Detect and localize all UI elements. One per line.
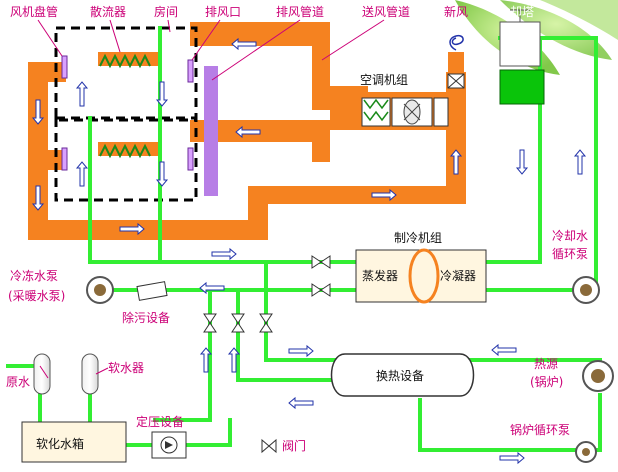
heat-source-boiler-icon [582,360,614,392]
chilled-water-pump-icon [86,276,114,304]
label-softener: 软水器 [108,361,144,375]
label-supply-duct: 送风管道 [362,4,410,19]
label-valve-legend: 阀门 [282,438,306,453]
label-cooling-pump-1: 冷却水 [552,229,588,243]
softener [33,353,99,395]
left-duct-mid-stub [28,150,66,170]
label-return-duct: 回风管道 [352,172,400,187]
room-lower [54,116,198,202]
soft-water-tank [21,421,127,463]
rooms [54,26,198,202]
fan-coil-lower [61,147,68,171]
refrigerant-loop [408,248,440,304]
flow-arrow-icon [31,37,587,465]
label-chilled-pump-1: 冷冻水泵 [10,268,58,283]
lower-supply-drop [312,120,330,162]
label-raw-water: 原水 [6,375,30,389]
label-diffuser: 散流器 [90,4,126,19]
label-evaporator: 蒸发器 [362,268,398,283]
exhaust-outlet-upper [187,59,194,83]
left-duct-top-stub [28,62,66,82]
heat-exchanger [330,353,475,397]
water-pipe-network [6,26,602,452]
label-pressure-device: 定压设备 [136,414,184,429]
fan-coil-upper [61,55,68,79]
exhaust-outlet-lower [187,147,194,171]
diffuser-lower [98,142,158,159]
label-exhaust-outlet: 排风口 [205,5,241,19]
label-condenser: 冷凝器 [440,268,476,283]
label-boiler-pump: 锅炉循环泵 [510,422,570,437]
label-cooling-tower: 冷却塔 [498,5,534,19]
fresh-air-inlet [448,52,464,76]
label-fresh-air: 新风 [444,4,468,19]
exhaust-duct [204,66,218,196]
supply-duct-top [190,22,330,46]
label-fan-coil: 风机盘管 [10,4,58,19]
label-leader-lines [37,19,385,379]
label-heat-exchanger: 换热设备 [376,369,424,383]
fresh-air-swirl-icon [449,34,464,51]
label-chiller-group: 制冷机组 [394,231,442,245]
label-chilled-pump-2: (采暖水泵) [8,289,65,303]
diffuser-upper [98,52,158,69]
ahu-internals [361,97,449,127]
room-upper [54,26,198,122]
desilter [136,281,168,301]
bottom-return-duct [28,220,268,240]
fan-icon [403,99,421,125]
cooling-water-pump-icon [572,276,600,304]
ahu-right-riser [446,72,466,204]
boiler-pump-icon [575,441,597,463]
label-exhaust-duct: 排风管道 [276,4,324,19]
pressure-device [151,431,187,459]
cooling-tower [499,9,545,105]
label-desilter: 除污设备 [122,310,170,325]
supply-duct-drop [312,22,330,92]
label-heat-source-1: 热源 [534,357,558,371]
label-soft-water-tank: 软化水箱 [36,436,84,451]
label-heat-source-2: (锅炉) [530,374,563,389]
label-ahu: 空调机组 [360,73,408,87]
return-duct [248,186,466,204]
label-room: 房间 [154,4,178,19]
valve-icon [203,255,331,454]
chiller-unit [355,248,487,304]
label-cooling-pump-2: 循环泵 [552,247,588,261]
